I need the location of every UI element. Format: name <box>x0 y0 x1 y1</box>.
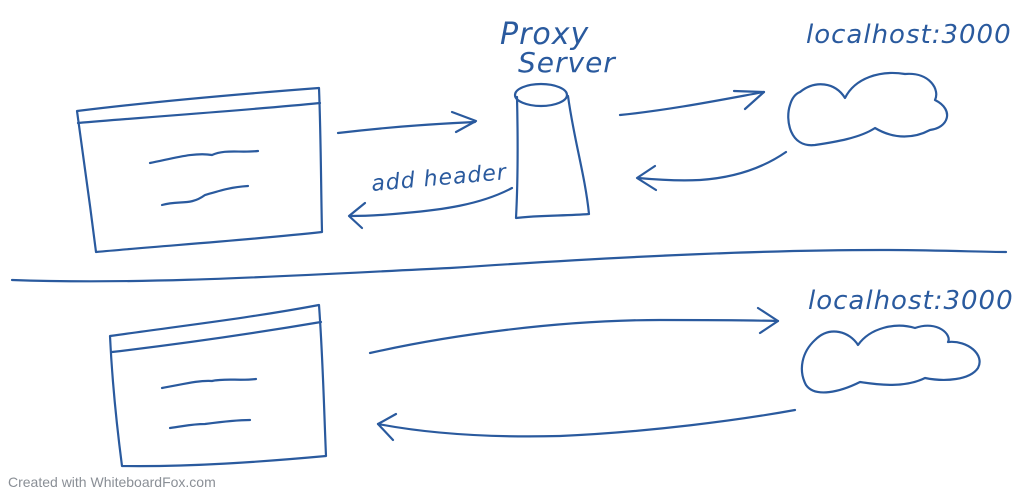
arrow-server-to-proxy <box>635 150 788 192</box>
arrow-browser-to-server-bottom <box>368 306 780 355</box>
browser-window-bottom <box>108 303 328 468</box>
divider-line <box>10 248 1008 283</box>
arrow-proxy-to-server <box>618 89 766 117</box>
proxy-server-cylinder <box>513 82 591 220</box>
add-header-label: add header <box>370 160 509 197</box>
proxy-label-line1: Proxy <box>500 17 590 52</box>
browser-window-top <box>75 86 324 254</box>
proxy-label-line2: Server <box>518 46 616 79</box>
arrow-browser-to-proxy <box>336 110 478 135</box>
server-cloud-bottom <box>800 324 981 394</box>
whiteboardfox-credit: Created with WhiteboardFox.com <box>8 474 216 490</box>
arrow-proxy-to-browser <box>347 186 514 230</box>
server-label-bottom: localhost:3000 <box>808 286 1014 316</box>
arrow-server-to-browser-bottom <box>376 408 797 442</box>
server-cloud-top <box>787 72 949 147</box>
server-label-top: localhost:3000 <box>806 20 1012 50</box>
